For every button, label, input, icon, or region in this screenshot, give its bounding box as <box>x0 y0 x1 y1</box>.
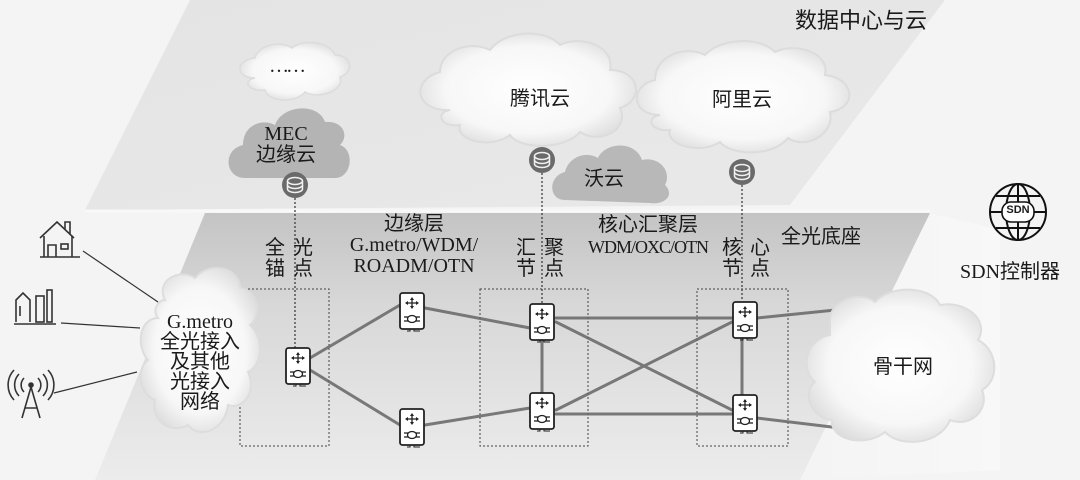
mec-cloud-label: MEC 边缘云 <box>256 124 316 166</box>
core-label-col2: 心点 <box>750 237 770 280</box>
cloud-access <box>139 267 261 434</box>
sdn-globe-icon <box>989 183 1047 241</box>
anchor-zone-label: 全锚 光点 <box>265 238 313 280</box>
mec-server-icon <box>281 171 309 199</box>
sdn-controller-label: SDN控制器 <box>960 261 1061 283</box>
agg-label-col1: 汇节 <box>516 237 536 280</box>
access-line-4: 光接入 <box>170 371 230 393</box>
access-cloud-label: G.metro 全光接入 及其他 光接入 网络 <box>150 312 250 412</box>
aggregation-zone-box <box>479 288 589 447</box>
anchor-label-col2: 光点 <box>293 237 313 280</box>
access-line-3: 及其他 <box>170 351 230 373</box>
core-layer-title: 核心汇聚层 <box>598 214 698 236</box>
agg-router-bottom-icon <box>529 392 555 432</box>
fiber-links <box>308 303 857 430</box>
mec-label-line2: 边缘云 <box>256 144 316 166</box>
edge-layer-tech-2: ROADM/OTN <box>353 255 475 277</box>
aggregation-zone-label: 汇节 聚点 <box>516 238 564 280</box>
cloud-more <box>239 41 351 101</box>
building-icon <box>14 289 56 325</box>
edge-router-top-icon <box>399 292 425 332</box>
tencent-cloud-label: 腾讯云 <box>510 88 570 110</box>
antenna-icon <box>7 369 55 419</box>
endpoint-links <box>53 250 159 394</box>
cloud-wo <box>552 145 670 204</box>
cloud-mec <box>228 108 350 178</box>
home-icon <box>39 220 80 258</box>
core-layer-label: 核心汇聚层 WDM/OXC/OTN <box>578 215 718 257</box>
cloud-more-label: …… <box>269 55 306 77</box>
cloud-ali <box>635 40 851 154</box>
ali-cloud-label: 阿里云 <box>712 89 772 111</box>
access-line-1: G.metro <box>166 311 234 333</box>
core-zone-box <box>696 288 789 447</box>
edge-layer-title: 边缘层 <box>384 213 444 235</box>
agg-label-col2: 聚点 <box>544 237 564 280</box>
ali-server-icon <box>728 158 756 186</box>
sdn-badge: SDN <box>1006 204 1030 216</box>
core-router-top-icon <box>732 301 758 341</box>
anchor-label-col1: 全锚 <box>265 237 285 280</box>
core-router-bottom-icon <box>732 394 758 434</box>
core-label-col1: 核节 <box>722 237 742 280</box>
anchor-router-icon <box>285 347 311 387</box>
access-line-2: 全光接入 <box>160 331 240 353</box>
core-zone-label: 核节 心点 <box>722 238 770 280</box>
wo-cloud-label: 沃云 <box>584 168 624 190</box>
tencent-server-icon <box>528 146 556 174</box>
edge-layer-tech-1: G.metro/WDM/ <box>349 234 479 256</box>
core-layer-tech: WDM/OXC/OTN <box>588 237 709 257</box>
dc-cloud-layer-title: 数据中心与云 <box>795 8 928 33</box>
optical-base-layer-title: 全光底座 <box>781 226 861 248</box>
edge-router-bottom-icon <box>399 408 425 448</box>
edge-layer-label: 边缘层 G.metro/WDM/ ROADM/OTN <box>330 214 498 277</box>
backbone-cloud-label: 骨干网 <box>873 356 933 378</box>
cloud-tencent <box>419 32 637 147</box>
access-line-5: 网络 <box>180 391 220 413</box>
agg-router-top-icon <box>529 303 555 343</box>
cloud-backbone <box>805 288 996 443</box>
mec-label-line1: MEC <box>264 123 308 145</box>
